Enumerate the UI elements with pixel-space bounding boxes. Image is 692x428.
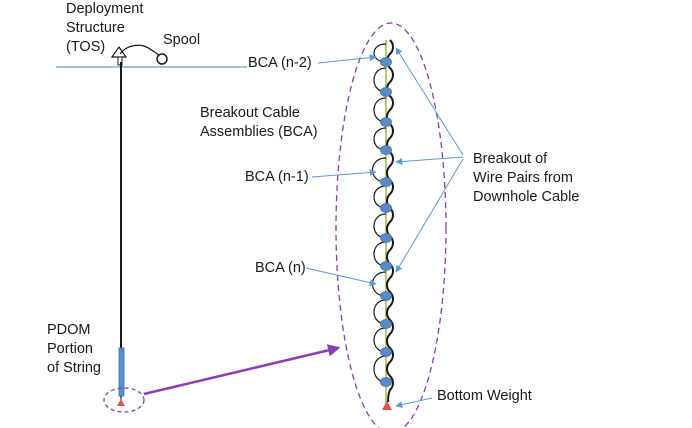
breakout-leaders xyxy=(395,47,464,273)
pdom-zoom-outline xyxy=(103,387,145,413)
bca-node xyxy=(380,319,392,329)
expanded-view-outline xyxy=(335,22,447,428)
bca-n-minus-2-label: BCA (n-2) xyxy=(248,55,312,71)
bca-node xyxy=(380,87,392,97)
bottom-weight-leader xyxy=(395,397,433,409)
zoom-arrow xyxy=(143,344,341,396)
bca-node xyxy=(380,377,392,387)
bca-node xyxy=(380,347,392,357)
bca-label-leaders xyxy=(305,54,377,287)
bca-n-minus-1-label: BCA (n-1) xyxy=(245,169,309,185)
pdom-portion-label: PDOM Portion of String xyxy=(47,322,101,376)
bca-node xyxy=(380,291,392,301)
bca-nodes xyxy=(380,57,392,387)
spool-label: Spool xyxy=(163,32,201,48)
bottom-weight-label: Bottom Weight xyxy=(437,388,532,404)
downhole-cable xyxy=(386,39,394,403)
breakout-of-wire-pairs-label: Breakout of Wire Pairs from Downhole Cab… xyxy=(473,151,580,205)
spool-icon xyxy=(119,44,168,65)
deployment-structure-label: Deployment Structure (TOS) xyxy=(66,1,144,55)
bca-node xyxy=(380,145,392,155)
breakout-cable-assemblies-label: Breakout Cable Assemblies (BCA) xyxy=(200,105,318,140)
bca-node xyxy=(380,233,392,243)
bca-node xyxy=(380,261,392,271)
bottom-weight-icon xyxy=(382,401,392,410)
bca-node xyxy=(380,177,392,187)
pdom-bottom-weight-icon xyxy=(117,399,125,406)
bca-node xyxy=(380,117,392,127)
bca-node xyxy=(380,57,392,67)
bca-node xyxy=(380,203,392,213)
bca-n-label: BCA (n) xyxy=(255,260,306,276)
